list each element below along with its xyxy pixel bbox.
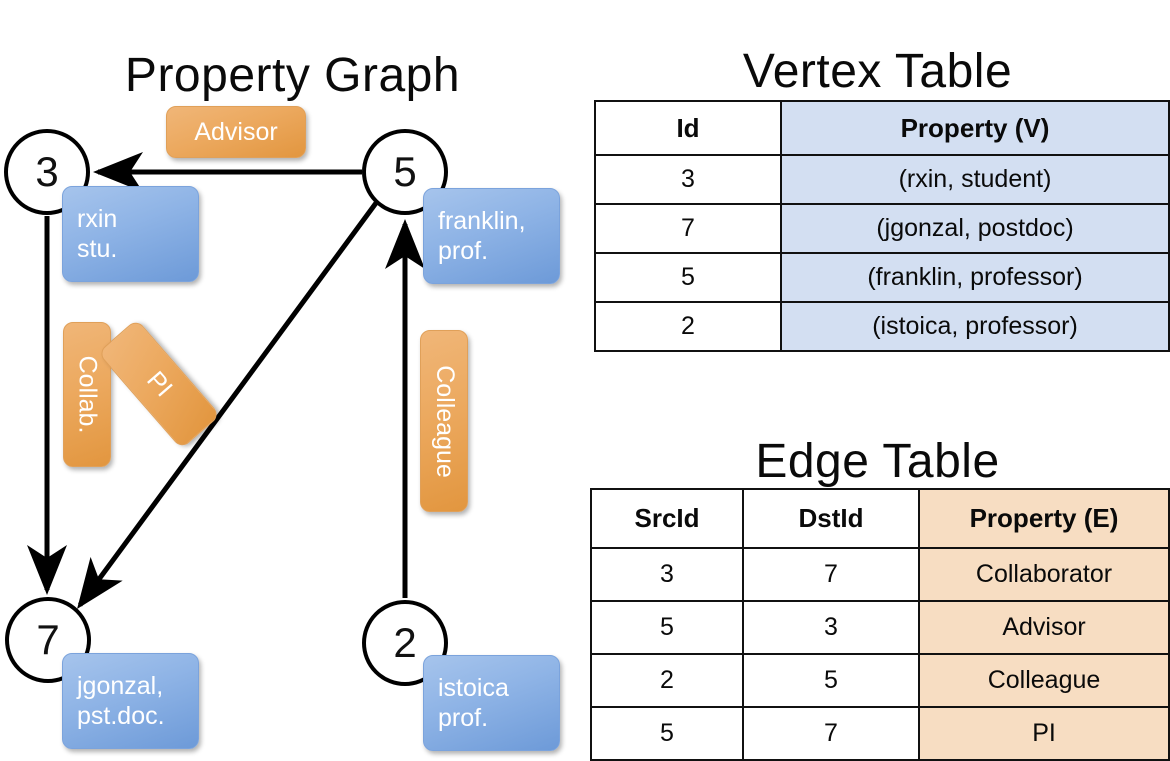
cell-property: Advisor <box>918 600 1170 655</box>
column-header-id: Id <box>594 100 782 156</box>
edge-label-box-colleague[interactable]: Colleague <box>420 330 468 512</box>
table-row[interactable]: 2 (istoica, professor) <box>594 301 1170 352</box>
graph-node-2[interactable]: 2 <box>362 600 448 686</box>
table-row[interactable]: 5 3 Advisor <box>590 600 1170 655</box>
table-row[interactable]: 3 (rxin, student) <box>594 154 1170 205</box>
edge-label-text: Colleague <box>430 364 459 478</box>
cell-srcid: 5 <box>590 706 744 761</box>
table-row[interactable]: 5 7 PI <box>590 706 1170 761</box>
cell-srcid: 2 <box>590 653 744 708</box>
column-header-property-v: Property (V) <box>780 100 1170 156</box>
node-property-line-1: jgonzal, <box>77 671 164 700</box>
property-graph-panel: Property Graph 3 5 7 2 rxin stu. frankli… <box>0 0 585 760</box>
cell-property: Collaborator <box>918 547 1170 602</box>
cell-property: (jgonzal, postdoc) <box>780 203 1170 254</box>
edge-label-text: PI <box>141 365 178 402</box>
edge-5-to-7 <box>77 201 379 610</box>
node-property-box-franklin[interactable]: franklin, prof. <box>423 188 560 284</box>
node-property-line-2: stu. <box>77 235 118 263</box>
page-title-property-graph: Property Graph <box>124 49 461 103</box>
table-header-row: Id Property (V) <box>594 100 1170 156</box>
edge-label-text: Advisor <box>194 117 278 146</box>
cell-dstid: 7 <box>742 547 920 602</box>
cell-srcid: 5 <box>590 600 744 655</box>
vertex-table: Id Property (V) 3 (rxin, student) 7 (jgo… <box>594 100 1170 352</box>
cell-dstid: 7 <box>742 706 920 761</box>
graph-node-5[interactable]: 5 <box>362 129 448 215</box>
table-row[interactable]: 7 (jgonzal, postdoc) <box>594 203 1170 254</box>
table-row[interactable]: 5 (franklin, professor) <box>594 252 1170 303</box>
graph-edges-svg <box>27 152 425 610</box>
column-header-property-e: Property (E) <box>918 488 1170 549</box>
column-header-dstid: DstId <box>742 488 920 549</box>
node-property-line-1: rxin <box>77 204 118 233</box>
node-property-box-istoica[interactable]: istoica prof. <box>423 655 560 751</box>
column-header-srcid: SrcId <box>590 488 744 549</box>
page-title-edge-table: Edge Table <box>755 435 1000 489</box>
table-header-row: SrcId DstId Property (E) <box>590 488 1170 549</box>
cell-property: (istoica, professor) <box>780 301 1170 352</box>
cell-id: 7 <box>594 203 782 254</box>
table-row[interactable]: 3 7 Collaborator <box>590 547 1170 602</box>
node-property-box-jgonzal[interactable]: jgonzal, pst.doc. <box>62 653 199 749</box>
node-property-line-1: istoica <box>438 673 509 702</box>
cell-id: 2 <box>594 301 782 352</box>
cell-dstid: 5 <box>742 653 920 708</box>
cell-property: (franklin, professor) <box>780 252 1170 303</box>
table-row[interactable]: 2 5 Colleague <box>590 653 1170 708</box>
edge-label-box-advisor[interactable]: Advisor <box>166 106 306 158</box>
node-property-line-2: pst.doc. <box>77 702 165 730</box>
cell-property: PI <box>918 706 1170 761</box>
page-title-vertex-table: Vertex Table <box>742 45 1013 99</box>
cell-property: (rxin, student) <box>780 154 1170 205</box>
edge-table: SrcId DstId Property (E) 3 7 Collaborato… <box>590 488 1170 761</box>
node-property-line-2: prof. <box>438 704 489 732</box>
node-property-line-1: franklin, <box>438 206 526 235</box>
node-property-line-2: prof. <box>438 237 489 265</box>
cell-srcid: 3 <box>590 547 744 602</box>
node-property-box-rxin[interactable]: rxin stu. <box>62 186 199 282</box>
edge-label-box-collab[interactable]: Collab. <box>63 322 111 467</box>
edge-label-text: Collab. <box>73 355 102 434</box>
cell-property: Colleague <box>918 653 1170 708</box>
cell-id: 3 <box>594 154 782 205</box>
cell-id: 5 <box>594 252 782 303</box>
cell-dstid: 3 <box>742 600 920 655</box>
